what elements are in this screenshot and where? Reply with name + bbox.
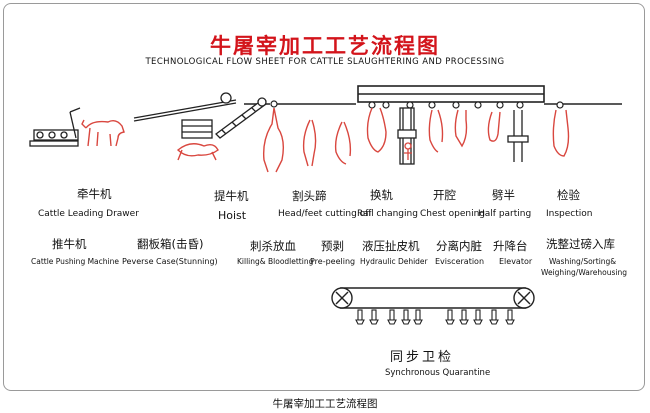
step-label-cn: 提牛机 <box>214 189 249 203</box>
quarantine-trays <box>355 309 515 325</box>
worker-figure <box>404 142 412 160</box>
step-label-cn: 开腔 <box>433 188 456 202</box>
step-label-cn: 刺杀放血 <box>250 239 296 253</box>
hanging-carcasses <box>262 107 570 173</box>
overhead-rail <box>244 85 622 105</box>
step-label-cn: 预剥 <box>321 239 344 253</box>
step-label-en: Cattle Pushing Machine <box>31 257 119 266</box>
step-label-cn: 洗整过磅入库 <box>546 237 615 251</box>
step-label-cn: 换轨 <box>370 188 393 202</box>
step-label-en: Hydraulic Dehider <box>360 257 428 266</box>
hydraulic-dehider-tower <box>397 107 417 165</box>
step-label-en: Washing/Sorting& <box>549 257 617 266</box>
step-label-en: Half parting <box>478 209 532 219</box>
quarantine-label-cn: 同步卫检 <box>390 350 455 365</box>
step-label-en: Hoist <box>218 209 247 222</box>
step-label-en: Peverse Case(Stunning) <box>122 257 218 266</box>
step-label-en: Elevator <box>499 257 533 266</box>
step-label-en: Head/feet cutting off <box>278 209 372 219</box>
stunned-cow <box>176 143 219 161</box>
cow-figure <box>81 119 125 147</box>
step-label-cn: 牵牛机 <box>77 187 112 201</box>
step-label-cn: 检验 <box>557 188 580 202</box>
quarantine-label-en: Synchronous Quarantine <box>385 368 491 378</box>
step-label-en: Rail changing <box>357 209 418 219</box>
step-label-en: Killing& Bloodletting <box>237 257 314 266</box>
rail-hooks <box>270 100 564 109</box>
step-label-cn: 劈半 <box>492 188 515 202</box>
diagram-title-en: TECHNOLOGICAL FLOW SHEET FOR CATTLE SLAU… <box>145 57 505 67</box>
step-label-cn: 液压扯皮机 <box>362 239 420 253</box>
step-label-cn: 分离内脏 <box>436 239 482 253</box>
step-label-cn: 翻板箱(击昏) <box>137 237 204 251</box>
step-label-en: Chest opening <box>420 209 485 219</box>
step-label-en: Pre-peeling <box>310 257 356 266</box>
step-label-cn: 推牛机 <box>52 237 87 251</box>
hoist-machine <box>215 97 267 139</box>
step-label-en: Inspection <box>546 209 593 219</box>
quarantine-conveyor <box>331 287 535 309</box>
cattle-leading-drawer <box>29 107 81 147</box>
step-label-en: Cattle Leading Drawer <box>38 209 139 219</box>
step-label-en: Weighing/Warehousing <box>541 268 627 277</box>
step-label-en: Evisceration <box>435 257 485 266</box>
image-caption: 牛屠宰加工工艺流程图 <box>272 398 378 410</box>
step-label-cn: 升降台 <box>493 239 528 253</box>
step-label-cn: 割头蹄 <box>292 189 327 203</box>
stunning-box-conveyor <box>133 92 237 139</box>
elevator-platform <box>507 110 529 162</box>
diagram-frame <box>3 3 645 391</box>
diagram-title-cn: 牛屠宰加工工艺流程图 <box>210 34 440 58</box>
